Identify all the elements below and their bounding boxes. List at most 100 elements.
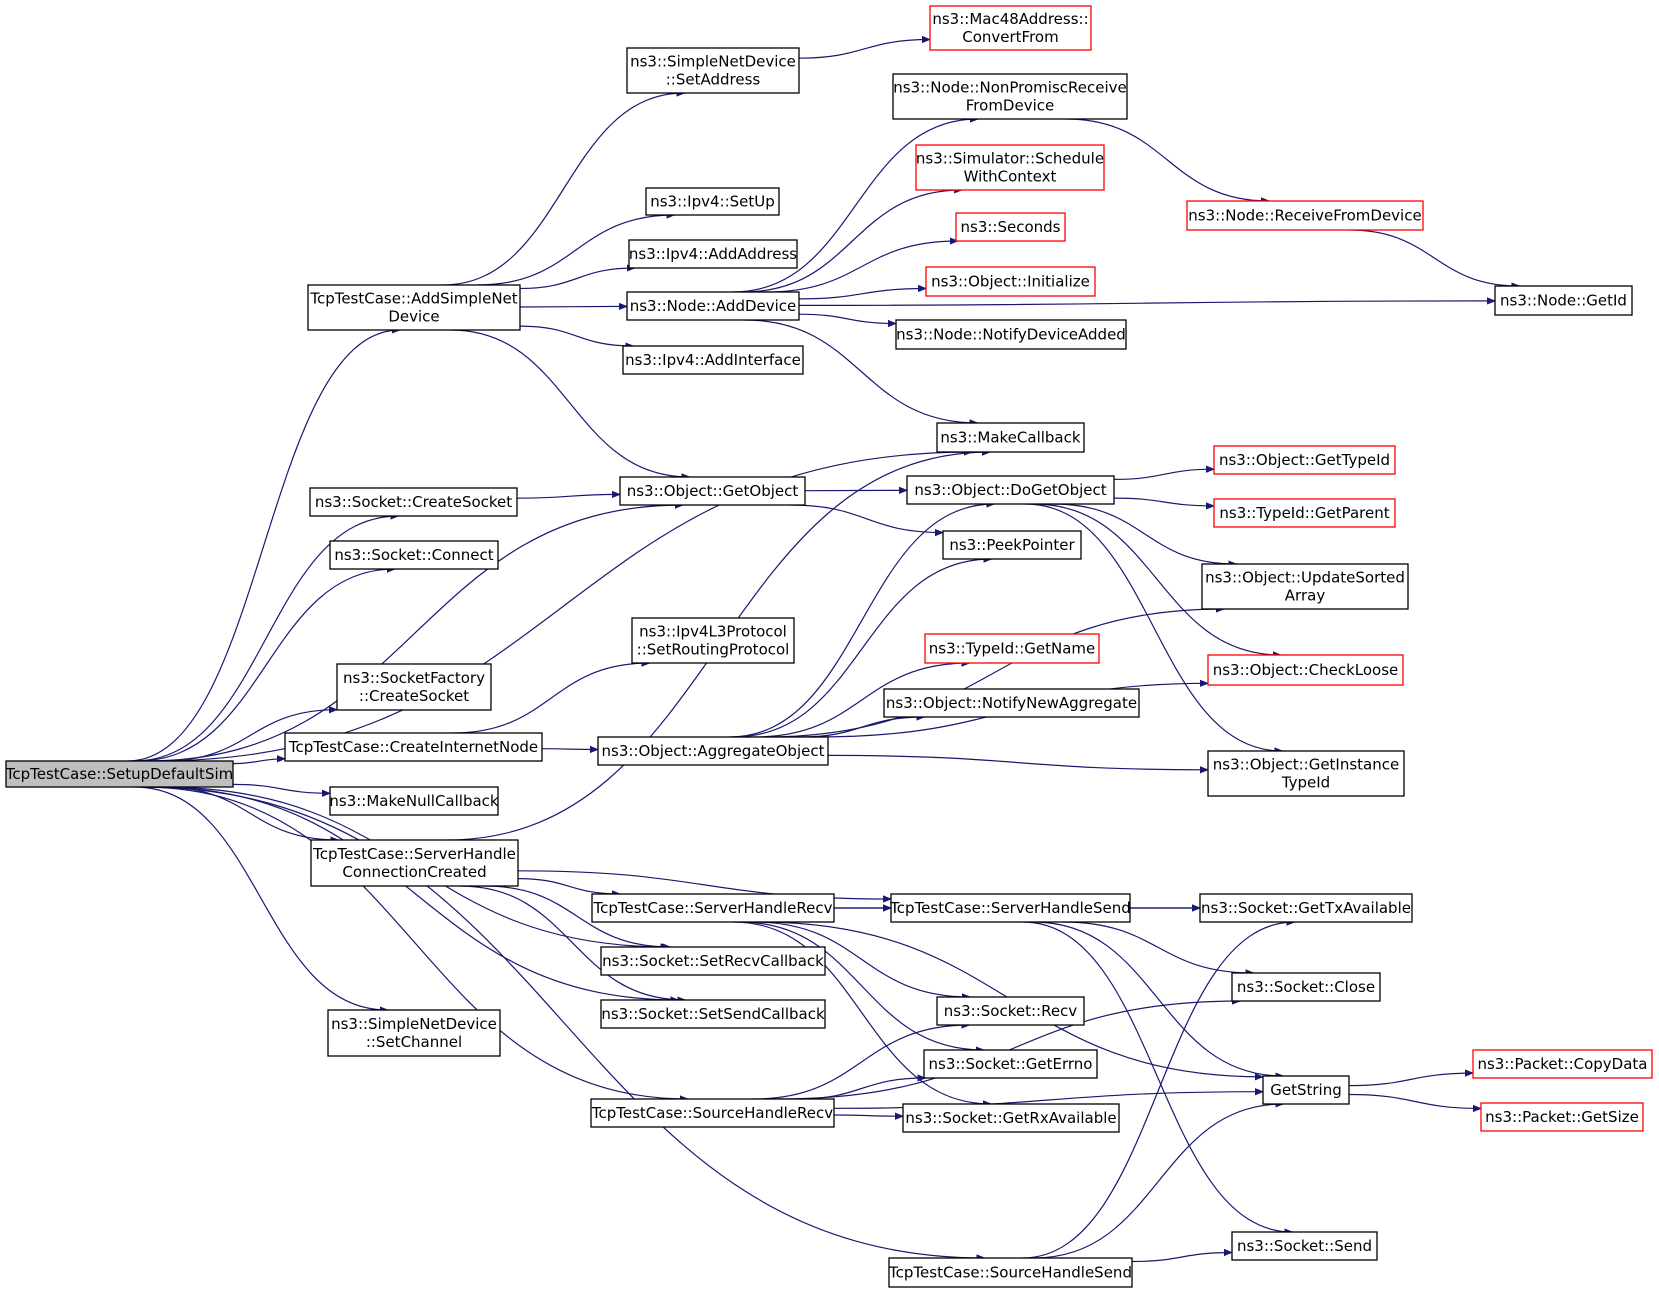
function-node-box[interactable] — [329, 540, 499, 570]
function-node-box[interactable] — [600, 999, 826, 1029]
function-node-box[interactable] — [1207, 750, 1405, 797]
function-node-getstring[interactable]: GetString — [1262, 1075, 1350, 1105]
function-node-adddevice[interactable]: ns3::Node::AddDevice — [626, 291, 800, 321]
function-node-makecb[interactable]: ns3::MakeCallback — [936, 422, 1085, 453]
function-node-checkloose[interactable]: ns3::Object::CheckLoose — [1207, 654, 1404, 686]
function-node-box[interactable] — [1494, 285, 1633, 316]
function-node-initialize[interactable]: ns3::Object::Initialize — [925, 266, 1096, 297]
function-node-mac48[interactable]: ns3::Mac48Address::ConvertFrom — [929, 5, 1092, 51]
function-node-setchannel[interactable]: ns3::SimpleNetDevice::SetChannel — [327, 1009, 501, 1057]
function-node-box[interactable] — [1231, 972, 1381, 1002]
function-node-box[interactable] — [329, 786, 499, 816]
function-node-serverrecv[interactable]: TcpTestCase::ServerHandleRecv — [591, 893, 835, 923]
function-node-factory[interactable]: ns3::SocketFactory::CreateSocket — [336, 663, 492, 711]
function-node-box[interactable] — [936, 422, 1085, 453]
function-node-box[interactable] — [5, 760, 234, 788]
function-node-ipv4addaddr[interactable]: ns3::Ipv4::AddAddress — [628, 239, 798, 269]
function-node-getname[interactable]: ns3::TypeId::GetName — [924, 633, 1100, 664]
function-node-seconds[interactable]: ns3::Seconds — [955, 212, 1066, 242]
function-node-serversend[interactable]: TcpTestCase::ServerHandleSend — [889, 893, 1131, 923]
function-node-box[interactable] — [590, 1098, 835, 1128]
function-node-dogetobject[interactable]: ns3::Object::DoGetObject — [906, 475, 1115, 505]
function-node-setrouting[interactable]: ns3::Ipv4L3Protocol::SetRoutingProtocol — [631, 617, 795, 664]
function-node-sourcesend[interactable]: TcpTestCase::SourceHandleSend — [888, 1257, 1133, 1288]
function-node-box[interactable] — [923, 1049, 1098, 1079]
function-node-getparent[interactable]: ns3::TypeId::GetParent — [1213, 498, 1396, 528]
function-node-box[interactable] — [895, 319, 1127, 350]
function-node-box[interactable] — [906, 475, 1115, 505]
function-node-recv[interactable]: ns3::Socket::Recv — [936, 996, 1085, 1026]
function-node-box[interactable] — [929, 5, 1092, 51]
function-node-box[interactable] — [310, 839, 519, 887]
function-node-box[interactable] — [327, 1009, 501, 1057]
function-node-box[interactable] — [1231, 1231, 1378, 1261]
function-node-box[interactable] — [600, 946, 826, 976]
function-node-setrecvcb[interactable]: ns3::Socket::SetRecvCallback — [600, 946, 826, 976]
function-node-serverconn[interactable]: TcpTestCase::ServerHandleConnectionCreat… — [310, 839, 519, 887]
function-node-box[interactable] — [619, 476, 806, 506]
function-node-box[interactable] — [1213, 445, 1396, 475]
function-node-setsendcb[interactable]: ns3::Socket::SetSendCallback — [600, 999, 826, 1029]
function-node-box[interactable] — [309, 487, 518, 517]
function-node-box[interactable] — [1480, 1102, 1644, 1132]
function-node-gettxavail[interactable]: ns3::Socket::GetTxAvailable — [1199, 893, 1413, 923]
function-node-box[interactable] — [883, 688, 1140, 718]
function-node-box[interactable] — [902, 1103, 1120, 1133]
function-node-box[interactable] — [955, 212, 1066, 242]
function-node-getsize[interactable]: ns3::Packet::GetSize — [1480, 1102, 1644, 1132]
function-node-peekptr[interactable]: ns3::PeekPointer — [942, 530, 1082, 560]
function-node-box[interactable] — [307, 284, 521, 331]
function-node-box[interactable] — [915, 144, 1105, 191]
function-node-box[interactable] — [591, 893, 835, 923]
function-node-setup[interactable]: TcpTestCase::SetupDefaultSim — [5, 760, 234, 788]
function-node-box[interactable] — [284, 732, 543, 762]
function-node-box[interactable] — [336, 663, 492, 711]
function-node-receivefrom[interactable]: ns3::Node::ReceiveFromDevice — [1186, 200, 1424, 231]
function-node-box[interactable] — [888, 1257, 1133, 1288]
function-node-setaddress[interactable]: ns3::SimpleNetDevice::SetAddress — [626, 47, 800, 94]
function-node-makenull[interactable]: ns3::MakeNullCallback — [329, 786, 499, 816]
function-node-box[interactable] — [1472, 1049, 1653, 1079]
function-node-getrxavail[interactable]: ns3::Socket::GetRxAvailable — [902, 1103, 1120, 1133]
function-node-box[interactable] — [626, 291, 800, 321]
function-node-box[interactable] — [924, 633, 1100, 664]
function-node-notifydev[interactable]: ns3::Node::NotifyDeviceAdded — [895, 319, 1127, 350]
function-node-createsocket[interactable]: ns3::Socket::CreateSocket — [309, 487, 518, 517]
function-node-copydata[interactable]: ns3::Packet::CopyData — [1472, 1049, 1653, 1079]
function-node-box[interactable] — [1199, 893, 1413, 923]
function-node-geterrno[interactable]: ns3::Socket::GetErrno — [923, 1049, 1098, 1079]
function-node-box[interactable] — [1201, 563, 1409, 610]
function-node-box[interactable] — [631, 617, 795, 664]
function-node-box[interactable] — [890, 893, 1131, 923]
function-node-getid[interactable]: ns3::Node::GetId — [1494, 285, 1633, 316]
function-node-sourcerecv[interactable]: TcpTestCase::SourceHandleRecv — [590, 1098, 835, 1128]
function-node-box[interactable] — [1262, 1075, 1350, 1105]
function-node-box[interactable] — [622, 345, 804, 375]
function-node-getobject[interactable]: ns3::Object::GetObject — [619, 476, 806, 506]
function-node-box[interactable] — [892, 73, 1128, 120]
function-node-box[interactable] — [1186, 200, 1424, 231]
function-node-box[interactable] — [925, 266, 1096, 297]
function-node-box[interactable] — [1213, 498, 1396, 528]
function-node-ipv4setup[interactable]: ns3::Ipv4::SetUp — [645, 187, 780, 216]
function-node-box[interactable] — [942, 530, 1082, 560]
function-node-box[interactable] — [645, 187, 780, 216]
function-node-connect[interactable]: ns3::Socket::Connect — [329, 540, 499, 570]
function-node-notifyagg[interactable]: ns3::Object::NotifyNewAggregate — [883, 688, 1140, 718]
function-node-aggregate[interactable]: ns3::Object::AggregateObject — [597, 736, 829, 766]
function-node-ipv4addif[interactable]: ns3::Ipv4::AddInterface — [622, 345, 804, 375]
function-node-createnode[interactable]: TcpTestCase::CreateInternetNode — [284, 732, 543, 762]
function-node-send[interactable]: ns3::Socket::Send — [1231, 1231, 1378, 1261]
function-node-box[interactable] — [936, 996, 1085, 1026]
function-node-close[interactable]: ns3::Socket::Close — [1231, 972, 1381, 1002]
function-node-box[interactable] — [597, 736, 829, 766]
function-node-box[interactable] — [626, 47, 800, 94]
function-node-gettypeid[interactable]: ns3::Object::GetTypeId — [1213, 445, 1396, 475]
function-node-box[interactable] — [1207, 654, 1404, 686]
function-node-box[interactable] — [628, 239, 798, 269]
